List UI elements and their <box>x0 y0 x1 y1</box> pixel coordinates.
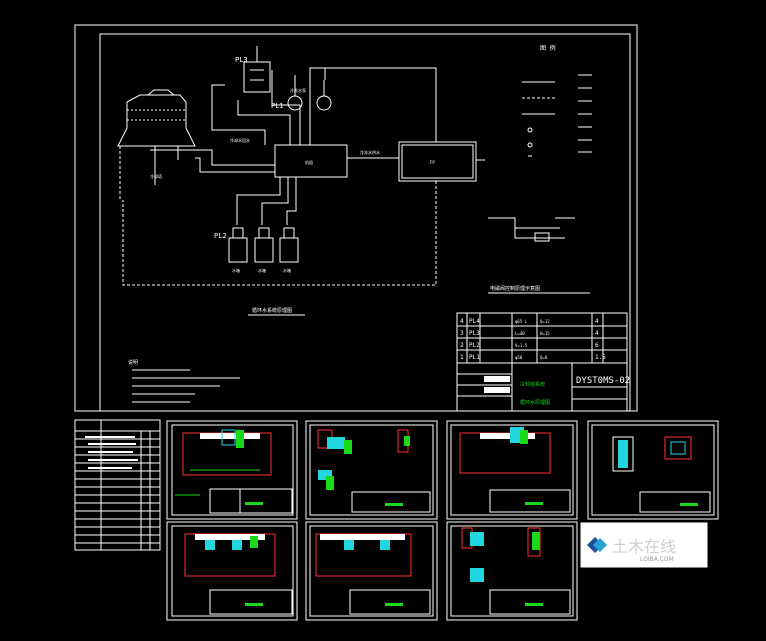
diagram-caption: 循环水系统原理图 <box>252 307 292 314</box>
svg-text:机组: 机组 <box>305 159 313 165</box>
thumbnail-sheet <box>305 521 438 621</box>
thumbnail-sheet <box>587 420 719 520</box>
label-pl3: PL3 <box>235 56 248 64</box>
svg-text:图 例: 图 例 <box>540 44 556 52</box>
drawing-index-table <box>74 419 161 551</box>
thumbnail-sheet <box>446 521 578 621</box>
svg-text:2: 2 <box>460 342 464 349</box>
svg-text:说明: 说明 <box>128 359 138 366</box>
svg-text:3: 3 <box>460 330 464 337</box>
svg-text:冷却塔: 冷却塔 <box>150 173 162 179</box>
legend-block: 图 例 <box>522 44 592 157</box>
watermark-logo: 土木在线 LOIBA.COM <box>579 521 709 569</box>
table-row: 4 PL4 4 <box>460 318 599 325</box>
table-row: 1 PL1 1.5 <box>460 354 606 361</box>
watermark-url: LOIBA.COM <box>640 556 674 563</box>
watermark-brand: 土木在线 <box>612 537 676 556</box>
valve-detail: 电磁阀控制原理示意图 <box>488 217 590 294</box>
drawing-number: DYST0MS-02 <box>576 376 630 386</box>
svg-text:PL4: PL4 <box>469 318 480 325</box>
thumbnail-sheet <box>166 521 298 621</box>
terminal-unit-box: FP <box>398 141 477 182</box>
cooling-tower-symbol: 冷却塔 <box>117 89 200 200</box>
svg-text:FP: FP <box>430 160 435 165</box>
pl1-pumps: PL1 <box>271 75 332 111</box>
thumbnail-sheet <box>446 420 578 520</box>
svg-text:PL1: PL1 <box>469 354 480 361</box>
main-drawing-sheet: 冷却塔 机组 FP 冷却水回水 <box>74 24 638 412</box>
svg-text:1.5: 1.5 <box>595 354 606 361</box>
svg-text:水箱: 水箱 <box>258 267 266 273</box>
table-row: 3 PL3 4 <box>460 330 599 337</box>
svg-text:PL2: PL2 <box>469 342 480 349</box>
svg-text:冷冻水供水: 冷冻水供水 <box>360 149 380 155</box>
pl2-tanks: PL2 水箱 水箱 水箱 <box>214 227 299 273</box>
svg-text:4: 4 <box>460 318 464 325</box>
svg-text:V=1.5: V=1.5 <box>515 343 528 348</box>
svg-text:φ50: φ50 <box>515 355 523 360</box>
piping-lines: 冷却水回水 冷冻水供水 冷冻水泵 <box>122 67 485 286</box>
notes-block: 说明 <box>128 359 240 403</box>
svg-text:4: 4 <box>595 330 599 337</box>
svg-text:PL3: PL3 <box>469 330 480 337</box>
svg-text:L=40: L=40 <box>515 331 525 336</box>
label-pl1: PL1 <box>271 102 284 110</box>
table-row: 2 PL2 6 <box>460 342 599 349</box>
svg-text:Q=8: Q=8 <box>540 355 548 360</box>
svg-text:水箱: 水箱 <box>283 267 291 273</box>
svg-text:冷冻水泵: 冷冻水泵 <box>290 87 306 93</box>
svg-text:冷却水回水: 冷却水回水 <box>230 137 250 143</box>
title-block: 冷却塔系统 循环水原理图 DYST0MS-02 <box>456 362 630 412</box>
svg-text:水箱: 水箱 <box>232 267 240 273</box>
pl3-equipment: PL3 <box>235 46 271 93</box>
svg-text:Q=12: Q=12 <box>540 319 550 324</box>
svg-text:H=15: H=15 <box>540 331 550 336</box>
equipment-table: 4 PL4 4 3 PL3 4 2 PL2 6 1 PL1 1.5 φ65 L Q… <box>456 312 628 364</box>
svg-text:6: 6 <box>595 342 599 349</box>
svg-text:φ65 L: φ65 L <box>515 319 528 324</box>
svg-text:1: 1 <box>460 354 464 361</box>
label-pl2: PL2 <box>214 232 227 240</box>
thumbnail-sheet <box>305 420 438 520</box>
svg-text:冷却塔系统: 冷却塔系统 <box>520 381 545 388</box>
svg-text:4: 4 <box>595 318 599 325</box>
svg-text:循环水原理图: 循环水原理图 <box>520 399 550 406</box>
chiller-unit-box: 机组 <box>274 144 348 178</box>
svg-text:电磁阀控制原理示意图: 电磁阀控制原理示意图 <box>490 285 540 292</box>
thumbnail-sheet <box>166 420 298 520</box>
